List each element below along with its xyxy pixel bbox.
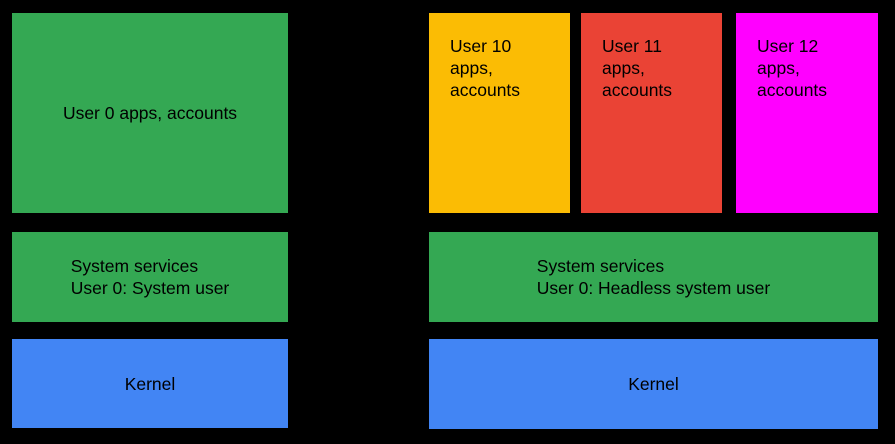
kernel-label-left: Kernel [124,373,176,394]
user0-apps-accounts-box: User 0 apps, accounts [12,13,288,213]
user11-apps-accounts-label: User 11 apps, accounts [602,36,673,100]
user11-apps-accounts-box: User 11 apps, accounts [581,13,722,213]
user0-apps-accounts-label: User 0 apps, accounts [62,103,238,123]
kernel-label-right: Kernel [628,374,679,394]
system-services-headless-user-box: System services User 0: Headless system … [429,232,878,322]
user12-apps-accounts-label: User 12 apps, accounts [757,36,828,100]
system-services-system-user-label: System services User 0: System user [70,256,230,298]
kernel-box-right: Kernel [429,339,878,429]
kernel-box-left: Kernel [12,339,288,428]
system-services-headless-user-label: System services User 0: Headless system … [536,256,771,298]
system-services-system-user-box: System services User 0: System user [12,232,288,322]
user10-apps-accounts-box: User 10 apps, accounts [429,13,570,213]
user10-apps-accounts-label: User 10 apps, accounts [450,36,521,100]
user12-apps-accounts-box: User 12 apps, accounts [736,13,878,213]
